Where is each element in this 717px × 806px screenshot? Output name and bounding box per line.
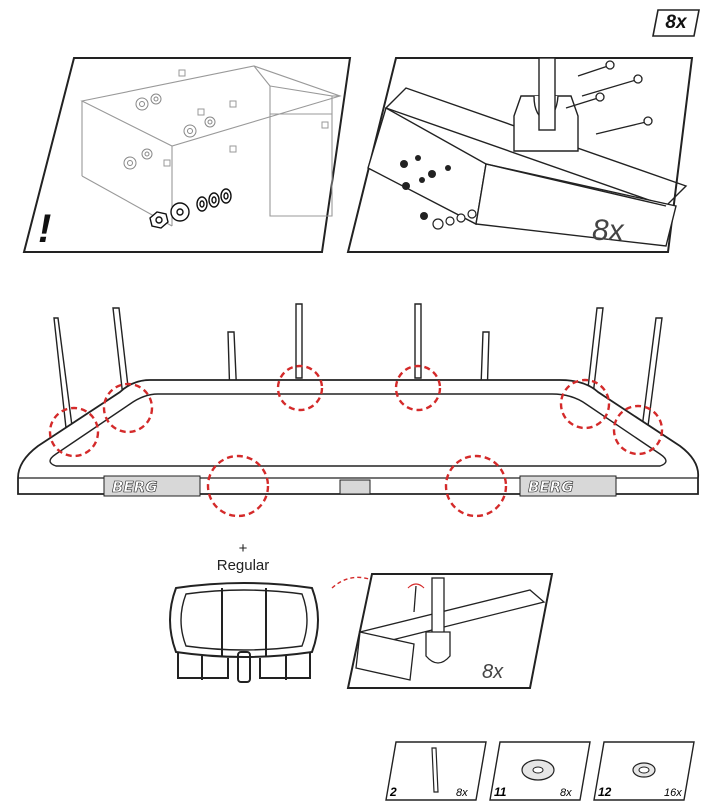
part-quantity: 16x — [664, 787, 682, 799]
leg-detail-quantity: 8x — [482, 661, 504, 683]
plus-sign: + — [238, 540, 248, 557]
regular-text: Regular — [216, 557, 270, 574]
brand-label-right: BERG — [528, 478, 574, 496]
step-quantity-text: 8x — [665, 12, 687, 33]
highlight-marker-4 — [559, 378, 611, 430]
highlight-marker-7 — [206, 454, 270, 518]
detail-quantity: 8x — [592, 214, 625, 247]
brand-label-left: BERG — [112, 478, 158, 496]
highlight-marker-6 — [612, 404, 664, 456]
part-quantity: 8x — [456, 787, 468, 799]
highlight-marker-2 — [394, 364, 442, 412]
small-washer-icon — [632, 762, 656, 778]
part-card-large-washer: 11 8x — [489, 741, 591, 801]
bolt-detail-panel-left: ! — [22, 57, 352, 253]
large-washer-icon — [521, 759, 555, 781]
trampoline-thumbnail — [169, 582, 319, 683]
parts-list: 2 8x 11 8x 12 16x — [384, 740, 698, 802]
bolt-detail-panel-right: 8x — [346, 57, 694, 253]
part-card-pole: 2 8x — [385, 741, 487, 801]
pole-icon — [431, 747, 439, 793]
leg-detail-panel: 8x — [331, 573, 554, 689]
part-number: 2 — [389, 785, 397, 799]
highlight-marker-5 — [48, 406, 100, 458]
step-quantity-badge: 8x — [652, 8, 700, 38]
warning-mark: ! — [38, 207, 51, 251]
highlight-marker-3 — [102, 382, 154, 434]
part-number: 12 — [598, 785, 612, 799]
highlight-marker-1 — [276, 364, 324, 412]
highlight-marker-8 — [444, 454, 508, 518]
regular-variant-label: + Regular — [190, 540, 296, 574]
trampoline-frame-diagram: BERG BERG — [17, 303, 700, 518]
part-card-small-washer: 12 16x — [593, 741, 695, 801]
part-quantity: 8x — [560, 787, 572, 799]
part-number: 11 — [494, 785, 507, 799]
